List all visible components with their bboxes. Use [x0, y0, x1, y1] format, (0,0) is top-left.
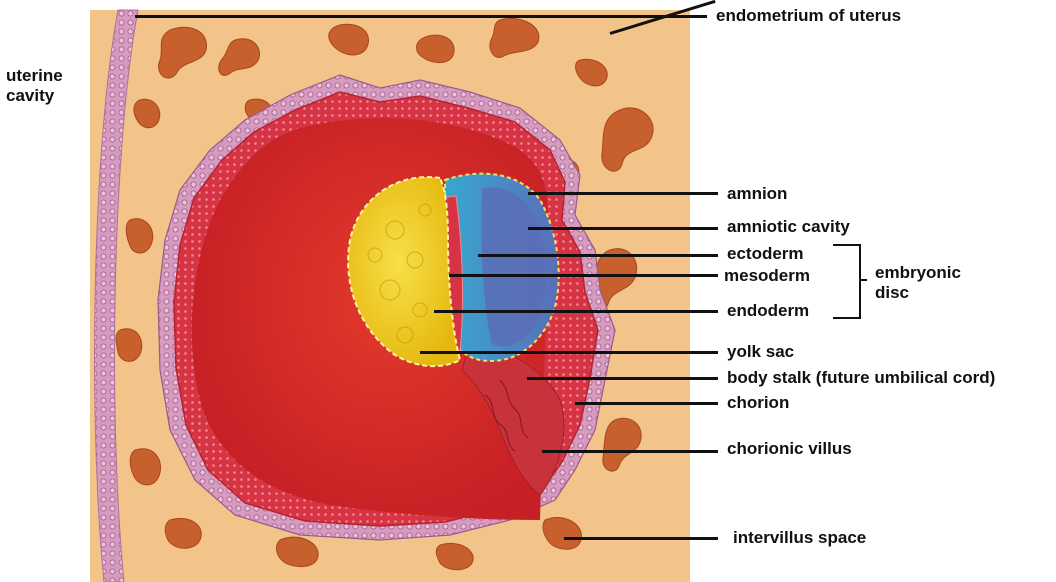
bracket-stem — [859, 279, 867, 281]
embryonic-disc-bracket — [833, 244, 861, 319]
label-endometrium-of-uterus: endometrium of uterus — [716, 6, 901, 25]
label-yolk-sac: yolk sac — [727, 342, 794, 361]
label-amnion: amnion — [727, 184, 787, 203]
leader-amniotic-cavity — [528, 227, 718, 230]
leader-mesoderm — [449, 274, 718, 277]
leader-amnion — [528, 192, 718, 195]
label-chorionic-villus: chorionic villus — [727, 439, 852, 458]
label-amniotic-cavity: amniotic cavity — [727, 217, 850, 236]
label-intervillus-space: intervillus space — [733, 528, 866, 547]
leader-chorion — [575, 402, 718, 405]
label-embryonic-disc-line2: disc — [875, 283, 909, 302]
leader-body-stalk — [527, 377, 718, 380]
label-uterine-cavity: uterine — [6, 66, 63, 85]
leader-ectoderm — [478, 254, 718, 257]
label-body-stalk: body stalk (future umbilical cord) — [727, 368, 995, 387]
label-mesoderm: mesoderm — [724, 266, 810, 285]
label-chorion: chorion — [727, 393, 789, 412]
leader-yolk-sac — [420, 351, 718, 354]
label-uterine-cavity-line2: cavity — [6, 86, 54, 105]
leader-chorionic-villus — [542, 450, 718, 453]
label-ectoderm: ectoderm — [727, 244, 804, 263]
leader-endoderm — [434, 310, 718, 313]
label-embryonic-disc: embryonic — [875, 263, 961, 282]
leader-endometrium-top — [135, 15, 707, 18]
label-endoderm: endoderm — [727, 301, 809, 320]
leader-intervillus-space — [564, 537, 718, 540]
